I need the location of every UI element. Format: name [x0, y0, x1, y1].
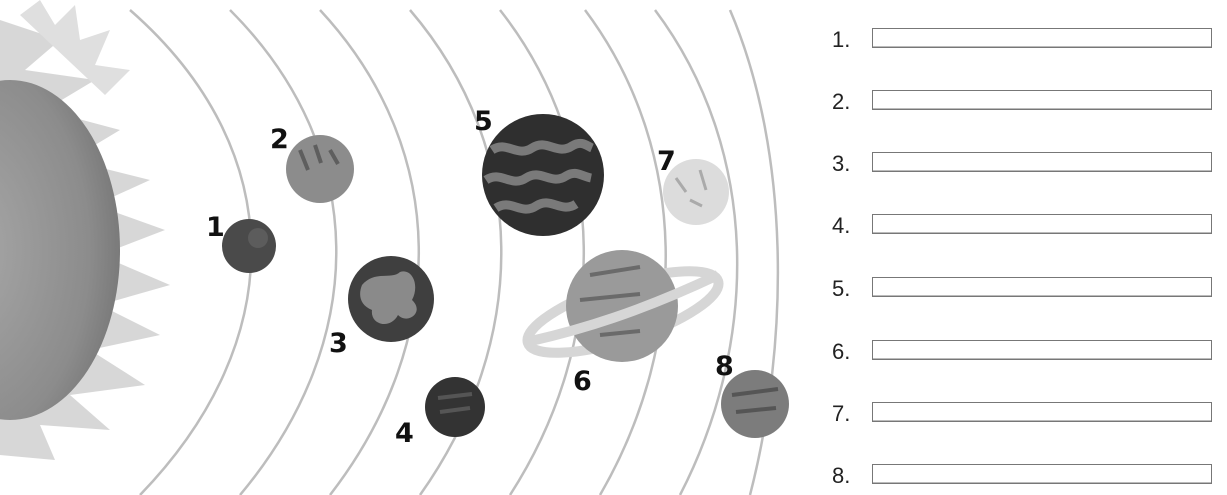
answer-label: 7.: [832, 402, 850, 426]
answer-field-8[interactable]: [872, 464, 1212, 484]
planet-number-4: 4: [395, 418, 414, 449]
orbit-7: [655, 10, 737, 495]
planet-number-6: 6: [573, 366, 592, 397]
planet-number-8: 8: [715, 351, 734, 382]
jupiter-planet: [482, 114, 604, 236]
answer-field-3[interactable]: [872, 152, 1212, 172]
saturn-planet: [519, 250, 727, 370]
answer-label: 5.: [832, 277, 850, 301]
planet-number-3: 3: [329, 328, 348, 359]
answer-row-2: 2.: [832, 90, 1222, 114]
answer-row-5: 5.: [832, 277, 1222, 301]
answer-field-7[interactable]: [872, 402, 1212, 422]
mars-planet: [425, 377, 485, 437]
answer-row-8: 8.: [832, 464, 1222, 488]
answer-field-5[interactable]: [872, 277, 1212, 297]
planet-number-5: 5: [474, 106, 493, 137]
answer-row-4: 4.: [832, 214, 1222, 238]
answer-row-7: 7.: [832, 402, 1222, 426]
answer-field-6[interactable]: [872, 340, 1212, 360]
mercury-planet: [222, 219, 276, 273]
orbit-5: [500, 10, 584, 495]
answer-label: 8.: [832, 464, 850, 488]
planet-number-1: 1: [206, 212, 225, 243]
planet-number-2: 2: [270, 124, 289, 155]
answer-label: 4.: [832, 214, 850, 238]
answer-row-1: 1.: [832, 28, 1222, 52]
answer-label: 3.: [832, 152, 850, 176]
answer-field-2[interactable]: [872, 90, 1212, 110]
planet-number-7: 7: [657, 146, 676, 177]
answer-label: 1.: [832, 28, 850, 52]
solar-system-diagram: 1 2 3 4 5 6 7 8: [0, 0, 820, 495]
venus-planet: [286, 135, 354, 203]
earth-planet: [348, 256, 434, 342]
answer-label: 2.: [832, 90, 850, 114]
answer-field-1[interactable]: [872, 28, 1212, 48]
answer-label: 6.: [832, 340, 850, 364]
answer-row-3: 3.: [832, 152, 1222, 176]
answer-field-4[interactable]: [872, 214, 1212, 234]
answer-row-6: 6.: [832, 340, 1222, 364]
sun: [0, 0, 170, 460]
